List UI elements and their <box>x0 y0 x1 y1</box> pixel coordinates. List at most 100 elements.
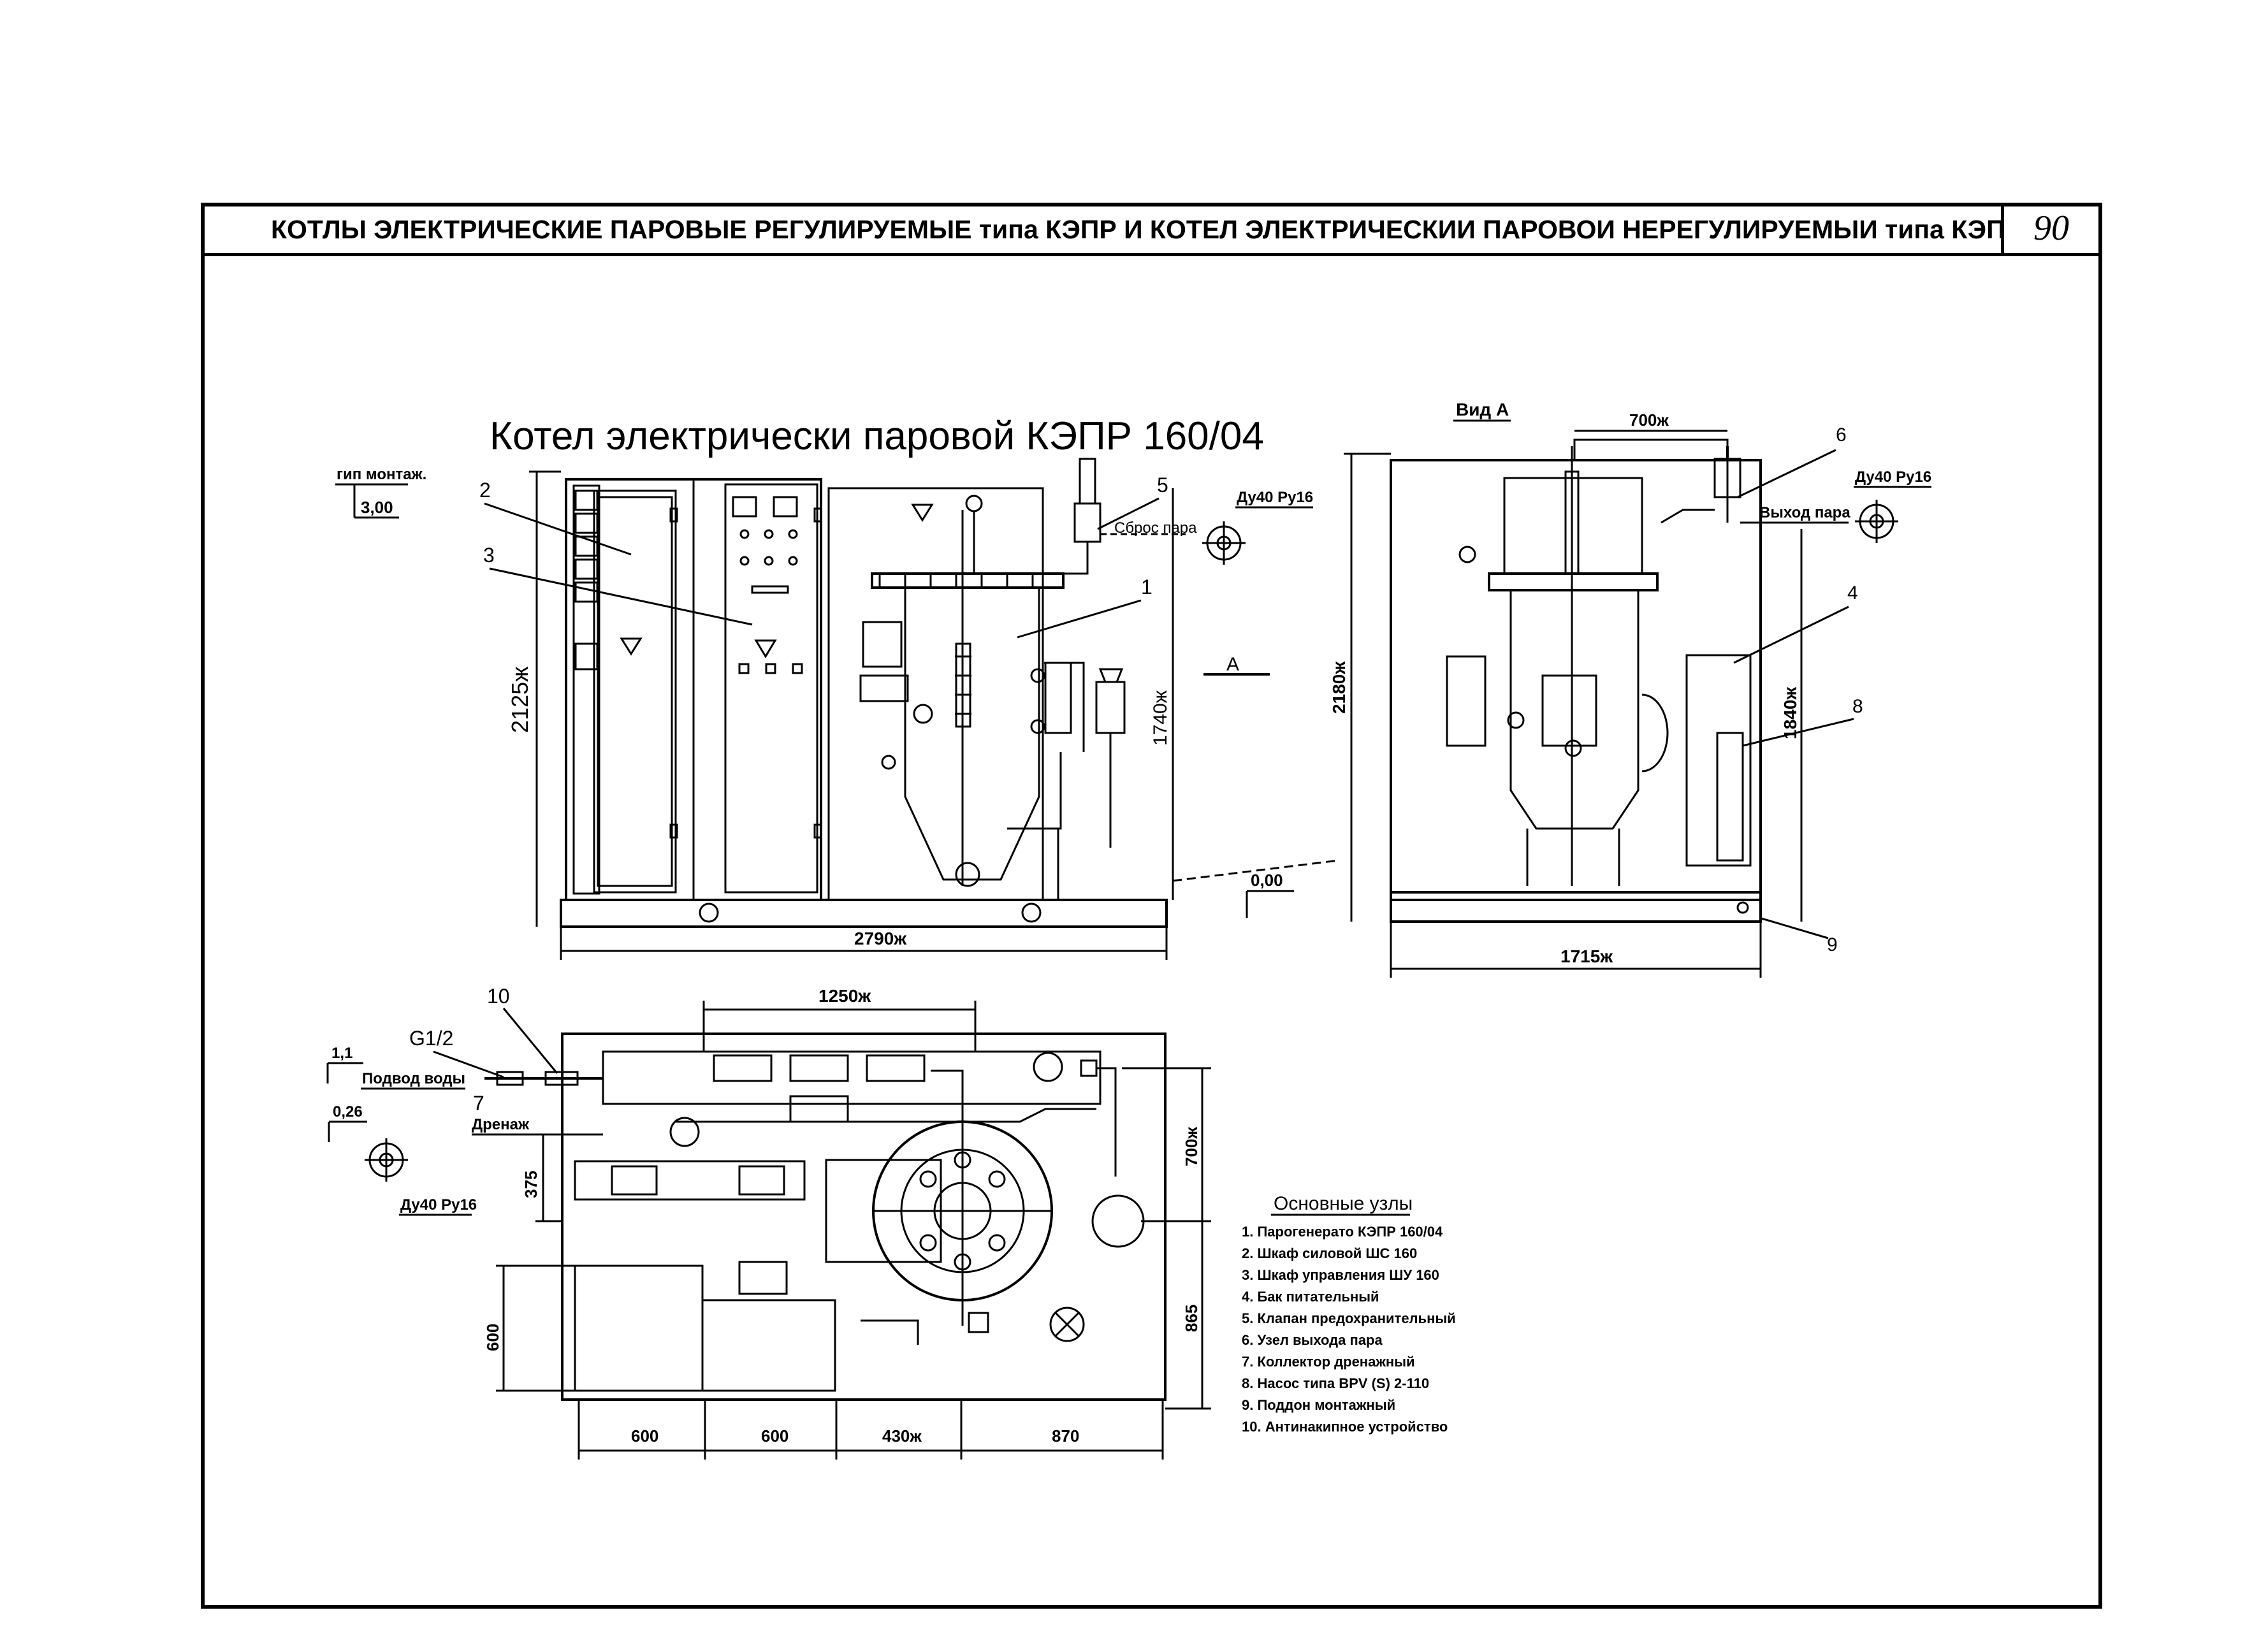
legend-item: 1. Парогенерато КЭПР 160/04 <box>1242 1224 1443 1240</box>
steam-outlet-branch <box>1661 509 1715 524</box>
steam-outlet-pipe <box>1573 438 1729 523</box>
legend-item: 7. Коллектор дренажный <box>1242 1354 1415 1370</box>
vessel-drain-valve <box>955 862 980 887</box>
voltage-warning-icon <box>754 639 777 658</box>
control-lamp <box>739 529 750 539</box>
plan-dim-bottom-4: 870 <box>1052 1426 1079 1446</box>
control-gauge <box>773 496 798 518</box>
plan-heating-element <box>988 1170 1006 1188</box>
drain-level: 0,26 <box>333 1103 363 1120</box>
side-vessel-flange <box>1488 572 1659 591</box>
side-view: Вид А <box>1329 400 1931 978</box>
antiscale-device <box>544 1071 579 1086</box>
plan-drain-valve <box>968 1312 989 1333</box>
plan-view: 1,1 Подвод воды G1/2 Дренаж 0,26 Ду40 Ру… <box>326 985 1211 1460</box>
side-valve <box>1507 711 1525 729</box>
plan-control-cabinet <box>701 1299 836 1392</box>
view-a-marker: А <box>1226 654 1239 675</box>
plan-heating-element <box>919 1234 937 1252</box>
steam-vessel <box>904 588 1040 881</box>
plan-header-manifold <box>602 1050 1101 1105</box>
callout-9-leader <box>1759 917 1829 939</box>
thread-label: G1/2 <box>409 1027 453 1050</box>
install-level-value: 3,00 <box>361 498 393 517</box>
thread-leader <box>433 1050 504 1078</box>
side-dim-height: 2180ж <box>1329 661 1349 714</box>
safety-valve-body <box>1079 458 1096 505</box>
valve-handwheel <box>1030 719 1045 734</box>
voltage-warning-icon <box>911 504 934 522</box>
return-pipe <box>1007 752 1062 830</box>
side-base-bolt <box>1736 901 1749 914</box>
control-lamp <box>739 556 750 566</box>
side-steam-riser <box>1564 470 1580 575</box>
control-cabinet-frame <box>692 478 822 901</box>
sheet-title: КОТЛЫ ЭЛЕКТРИЧЕСКИЕ ПАРОВЫЕ РЕГУЛИРУЕМЫЕ… <box>271 215 2005 244</box>
feed-pump <box>1716 732 1744 862</box>
install-level-label: гип монтаж. <box>337 466 426 483</box>
voltage-warning-icon <box>620 637 643 656</box>
funnel <box>1098 668 1124 683</box>
boiler-control-box <box>859 674 909 702</box>
callout-2-label: 2 <box>479 479 491 502</box>
side-dim-width: 1715ж <box>1560 946 1613 966</box>
control-button <box>792 663 803 674</box>
front-base-wheel-left <box>699 902 719 923</box>
power-cabinet-panel <box>593 489 677 894</box>
drain-flange-label: Ду40 Ру16 <box>400 1196 477 1214</box>
callout-1-leader <box>1017 599 1142 639</box>
callout-5-leader <box>1097 497 1159 530</box>
legend-item: 3. Шкаф управления ШУ 160 <box>1242 1267 1439 1283</box>
title-block-divider <box>2001 203 2004 254</box>
sheet-frame <box>201 203 2102 1609</box>
control-lamp <box>788 556 798 566</box>
plan-dim-right-bottom: 865 <box>1182 1305 1201 1332</box>
plan-flange-block <box>713 1054 773 1082</box>
plan-flange-block <box>789 1054 849 1082</box>
legend: Основные узлы 1. Парогенерато КЭПР 160/0… <box>1242 1193 1456 1435</box>
legend-item: 5. Клапан предохранительный <box>1242 1310 1456 1326</box>
safety-valve-housing <box>1073 502 1101 543</box>
plan-vent-grille <box>611 1165 658 1196</box>
front-view-title: Котел электрически паровой КЭПР 160/04 <box>490 414 1264 458</box>
legend-item: 8. Насос типа BPV (S) 2-110 <box>1242 1375 1429 1391</box>
plan-dim-bottom-3: 430ж <box>882 1426 922 1446</box>
plan-dim-left-bottom: 600 <box>483 1324 502 1351</box>
plan-heating-element <box>988 1234 1006 1252</box>
pressure-gauge <box>965 495 983 512</box>
plan-cable-block <box>825 1159 942 1263</box>
plan-pipe <box>676 1108 1096 1123</box>
boiler-top-manifold <box>871 572 1065 589</box>
boiler-control-box <box>862 621 903 668</box>
relief-flange-label: Ду40 Ру16 <box>1237 489 1313 506</box>
safety-valve-pipe <box>1063 542 1089 575</box>
side-dim-top: 700ж <box>1629 410 1669 430</box>
plan-vent-grille <box>738 1261 788 1295</box>
legend-item: 10. Антинакипное устройство <box>1242 1419 1448 1435</box>
water-inlet-label: Подвод воды <box>362 1070 465 1087</box>
callout-6-label: 6 <box>1836 424 1847 446</box>
feed-tank <box>1685 654 1752 867</box>
callout-8-leader <box>1742 718 1854 747</box>
plan-pump-circle <box>669 1117 700 1147</box>
dim-height-total: 2125ж <box>507 667 533 733</box>
side-valve <box>1564 739 1582 757</box>
side-level-column <box>1446 655 1487 747</box>
steam-trap <box>1095 681 1126 734</box>
callout-8-label: 8 <box>1852 696 1863 717</box>
plan-vent-grille <box>738 1165 785 1196</box>
page-number: 90 <box>2033 208 2069 248</box>
callout-2-leader <box>484 502 632 556</box>
legend-item: 9. Поддон монтажный <box>1242 1397 1395 1413</box>
control-button <box>738 663 750 674</box>
boiler-gauge <box>881 755 896 770</box>
level-indicator-glass <box>955 642 971 728</box>
legend-item: 2. Шкаф силовой ШС 160 <box>1242 1245 1417 1261</box>
steam-relief-label: Сброс пара <box>1114 519 1197 537</box>
control-cabinet-door <box>724 483 818 894</box>
callout-10-leader <box>502 1008 558 1074</box>
title-block: КОТЛЫ ЭЛЕКТРИЧЕСКИЕ ПАРОВЫЕ РЕГУЛИРУЕМЫЕ… <box>201 203 2102 256</box>
control-lamp <box>764 556 774 566</box>
plan-valve-cross <box>1054 1312 1080 1337</box>
